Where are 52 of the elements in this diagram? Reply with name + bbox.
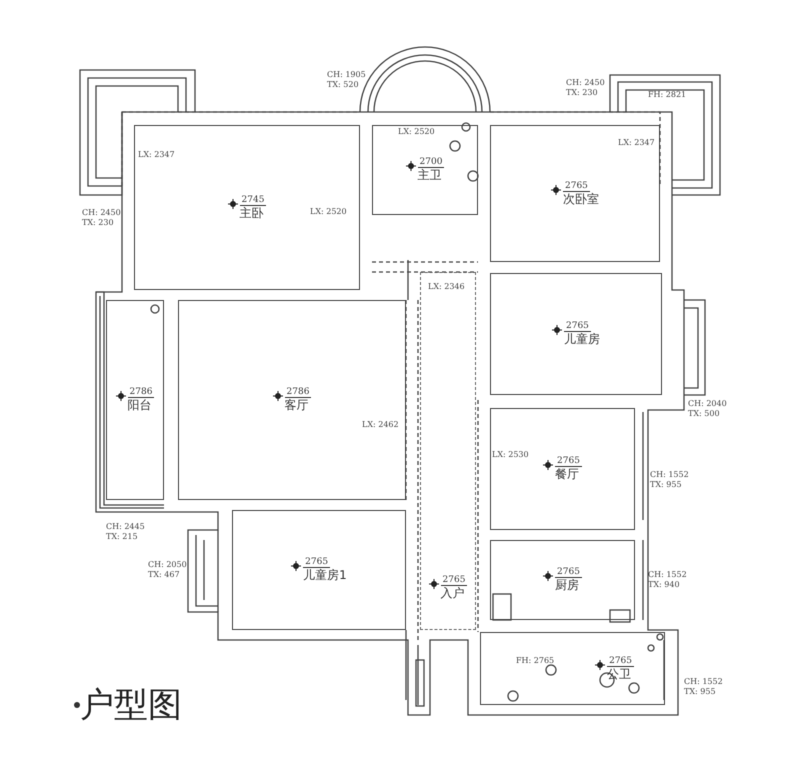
dimension-note: LX: 2346 xyxy=(428,282,465,292)
room-name: 厨房 xyxy=(555,578,580,593)
dimension-note: CH: 1552 TX: 940 xyxy=(648,570,688,590)
room-outline xyxy=(490,125,660,262)
room-name: 次卧室 xyxy=(563,192,599,206)
room-outline xyxy=(134,125,360,290)
height-label: 2765 xyxy=(303,557,330,568)
dimension-note: CH: 1905 TX: 520 xyxy=(327,70,367,90)
room-outline xyxy=(232,510,406,630)
dimension-note: CH: 1552 TX: 955 xyxy=(650,470,690,490)
dimension-note: CH: 1552 TX: 955 xyxy=(684,677,724,697)
room-outline xyxy=(372,125,478,215)
dimension-note: FH: 2765 xyxy=(516,656,554,666)
dimension-note: CH: 2450 TX: 230 xyxy=(566,78,606,98)
room-outline xyxy=(178,300,406,500)
height-label: 2786 xyxy=(128,387,154,398)
room-outline xyxy=(490,408,635,530)
height-label: 2745 xyxy=(240,194,266,206)
height-label: 2765 xyxy=(440,575,468,586)
dimension-note: LX: 2347 xyxy=(618,138,655,148)
dimension-note: LX: 2520 xyxy=(398,127,435,137)
room-name: 客厅 xyxy=(284,398,309,413)
height-label: 2765 xyxy=(563,180,590,192)
room-name: 阳台 xyxy=(128,398,152,413)
room-outline xyxy=(480,632,665,705)
room-name: 入户 xyxy=(440,586,465,601)
height-label: 2786 xyxy=(284,387,312,398)
height-label: 2765 xyxy=(564,321,591,332)
room-name: 餐厅 xyxy=(555,467,580,482)
room-outline xyxy=(106,300,164,500)
room-name: 儿童房 xyxy=(564,332,600,347)
height-label: 2700 xyxy=(418,157,444,168)
room-name: 主卫 xyxy=(418,168,442,183)
dimension-note: LX: 2462 xyxy=(362,420,399,430)
room-outline xyxy=(490,540,635,620)
page-title: 户型图 xyxy=(80,684,182,727)
dimension-note: LX: 2530 xyxy=(492,450,529,460)
dimension-note: CH: 2040 TX: 500 xyxy=(688,399,728,419)
dimension-note: LX: 2347 xyxy=(138,150,175,160)
height-label: 2765 xyxy=(555,456,582,467)
room-outline xyxy=(490,273,662,395)
room-name: 主卧 xyxy=(240,206,264,220)
dimension-note: LX: 2520 xyxy=(310,207,347,217)
height-label: 2765 xyxy=(607,656,634,666)
corridor-area xyxy=(420,272,476,630)
dimension-note: CH: 2450 TX: 230 xyxy=(82,208,122,228)
room-name: 公卫 xyxy=(607,666,632,682)
dimension-note: CH: 2050 TX: 467 xyxy=(148,560,188,580)
dimension-note: FH: 2821 xyxy=(648,90,686,100)
height-label: 2765 xyxy=(555,567,582,578)
dimension-note: CH: 2445 TX: 215 xyxy=(106,522,146,542)
room-name: 儿童房1 xyxy=(303,568,347,583)
